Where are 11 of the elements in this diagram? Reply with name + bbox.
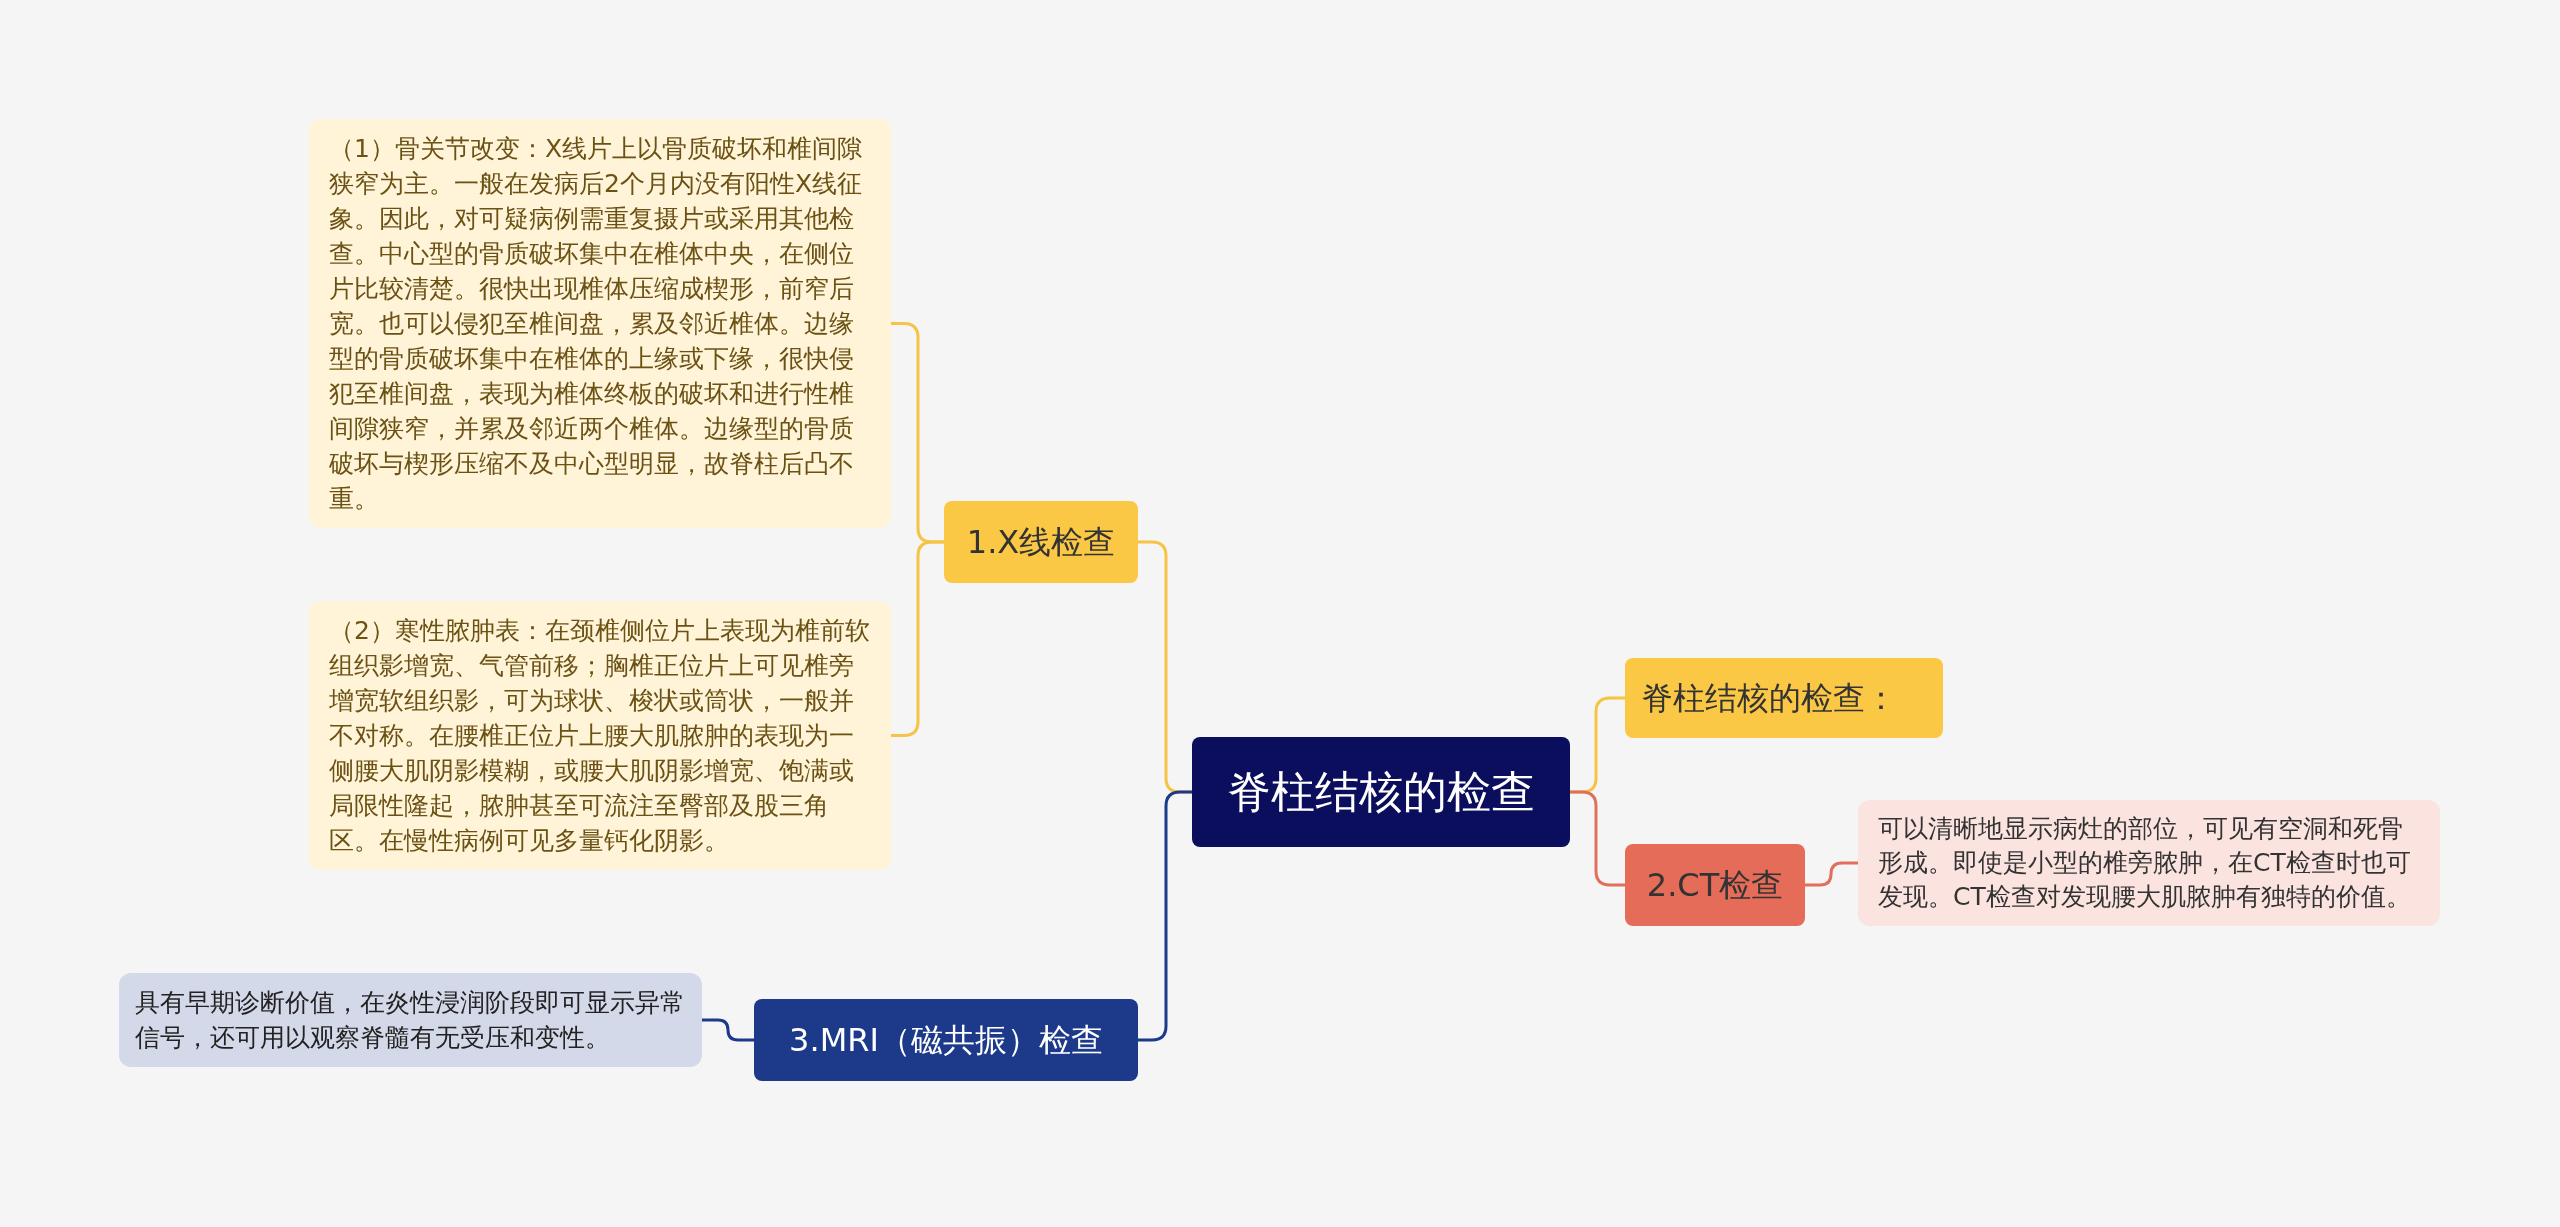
branch-topic: 2.CT检查 xyxy=(1625,844,1805,926)
detail-note: （1）骨关节改变：X线片上以骨质破坏和椎间隙狭窄为主。一般在发病后2个月内没有阳性X线征象。因此，对可疑病例需重复摄片或采用其他检查。中心型的骨质破坏集中在椎体中央，在侧位片比较清楚。很快出现椎体压缩成楔形，前窄后宽。也可以侵犯至椎间盘，累及邻近椎体。边缘型的骨质破坏集中在椎体的上缘或下缘，很快侵犯至椎间盘，表现为椎体终板的破坏和进行性椎间隙狭窄，并累及邻近两个椎体。边缘型的骨质破坏与楔形压缩不及中心型明显，故脊柱后凸不重。 xyxy=(309,119,891,528)
branch-topic: 脊柱结核的检查： xyxy=(1625,658,1943,738)
root-topic: 脊柱结核的检查 xyxy=(1192,737,1570,847)
connector-line xyxy=(1805,861,1858,887)
detail-note: 具有早期诊断价值，在炎性浸润阶段即可显示异常信号，还可用以观察脊髓有无受压和变性。 xyxy=(119,973,702,1067)
branch-topic: 1.X线检查 xyxy=(944,501,1138,583)
connector-line xyxy=(702,1018,754,1042)
branch-topic: 3.MRI（磁共振）检查 xyxy=(754,999,1138,1081)
detail-note: （2）寒性脓肿表：在颈椎侧位片上表现为椎前软组织影增宽、气管前移；胸椎正位片上可见椎旁增宽软组织影，可为球状、梭状或筒状，一般并不对称。在腰椎正位片上腰大肌脓肿的表现为一侧腰大肌阴影模糊，或腰大肌阴影增宽、饱满或局限性隆起，脓肿甚至可流注至臀部及股三角区。在慢性病例可见多量钙化阴影。 xyxy=(309,601,891,870)
detail-note: 可以清晰地显示病灶的部位，可见有空洞和死骨形成。即使是小型的椎旁脓肿，在CT检查时也可发现。CT检查对发现腰大肌脓肿有独特的价值。 xyxy=(1858,800,2440,926)
